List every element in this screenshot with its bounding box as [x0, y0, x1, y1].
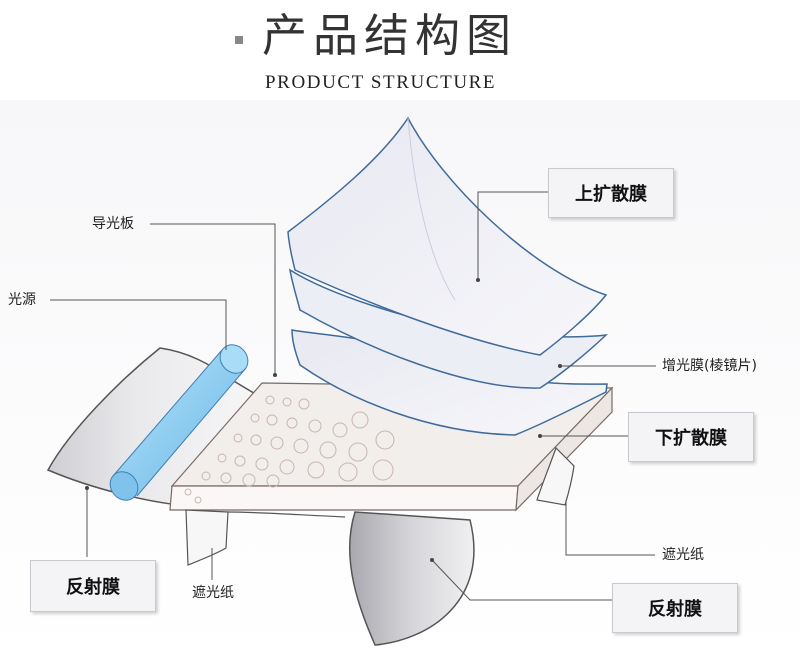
- callout-reflector-left-text: 反射膜: [66, 577, 120, 598]
- plate-front-face: [169, 485, 519, 511]
- callout-reflector-right: 反射膜: [612, 583, 738, 633]
- left-shading-edge: [227, 511, 346, 518]
- callout-reflector-left: 反射膜: [30, 560, 156, 612]
- plate-right-face: [515, 386, 613, 512]
- upper-diffuser-film: [287, 116, 608, 356]
- page-title: 产品结构图: [262, 9, 518, 62]
- label-light-guide-plate: 导光板: [92, 216, 134, 232]
- label-shading-paper-right: 遮光纸: [662, 547, 704, 563]
- right-shading-paper: [536, 446, 575, 506]
- label-prism-film: 增光膜(棱镜片): [662, 358, 757, 374]
- header-bullet-icon: [235, 36, 243, 44]
- bottom-reflector-sheet: [348, 511, 475, 646]
- dot-pattern: [184, 395, 395, 504]
- leader-dots: [85, 278, 562, 562]
- callout-upper-diffuser-text: 上扩散膜: [575, 184, 647, 205]
- film-sheen: [407, 117, 456, 301]
- callout-upper-diffuser: 上扩散膜: [548, 168, 674, 218]
- callout-lower-diffuser-text: 下扩散膜: [655, 428, 727, 449]
- light-source-tube: [109, 344, 249, 501]
- callout-lower-diffuser: 下扩散膜: [628, 412, 754, 462]
- callout-reflector-right-text: 反射膜: [648, 599, 702, 620]
- label-shading-paper-left: 遮光纸: [192, 585, 234, 601]
- leader-lines: [50, 191, 656, 601]
- label-light-source: 光源: [8, 292, 36, 308]
- left-shading-paper: [185, 509, 229, 566]
- page-subtitle: PRODUCT STRUCTURE: [265, 72, 497, 93]
